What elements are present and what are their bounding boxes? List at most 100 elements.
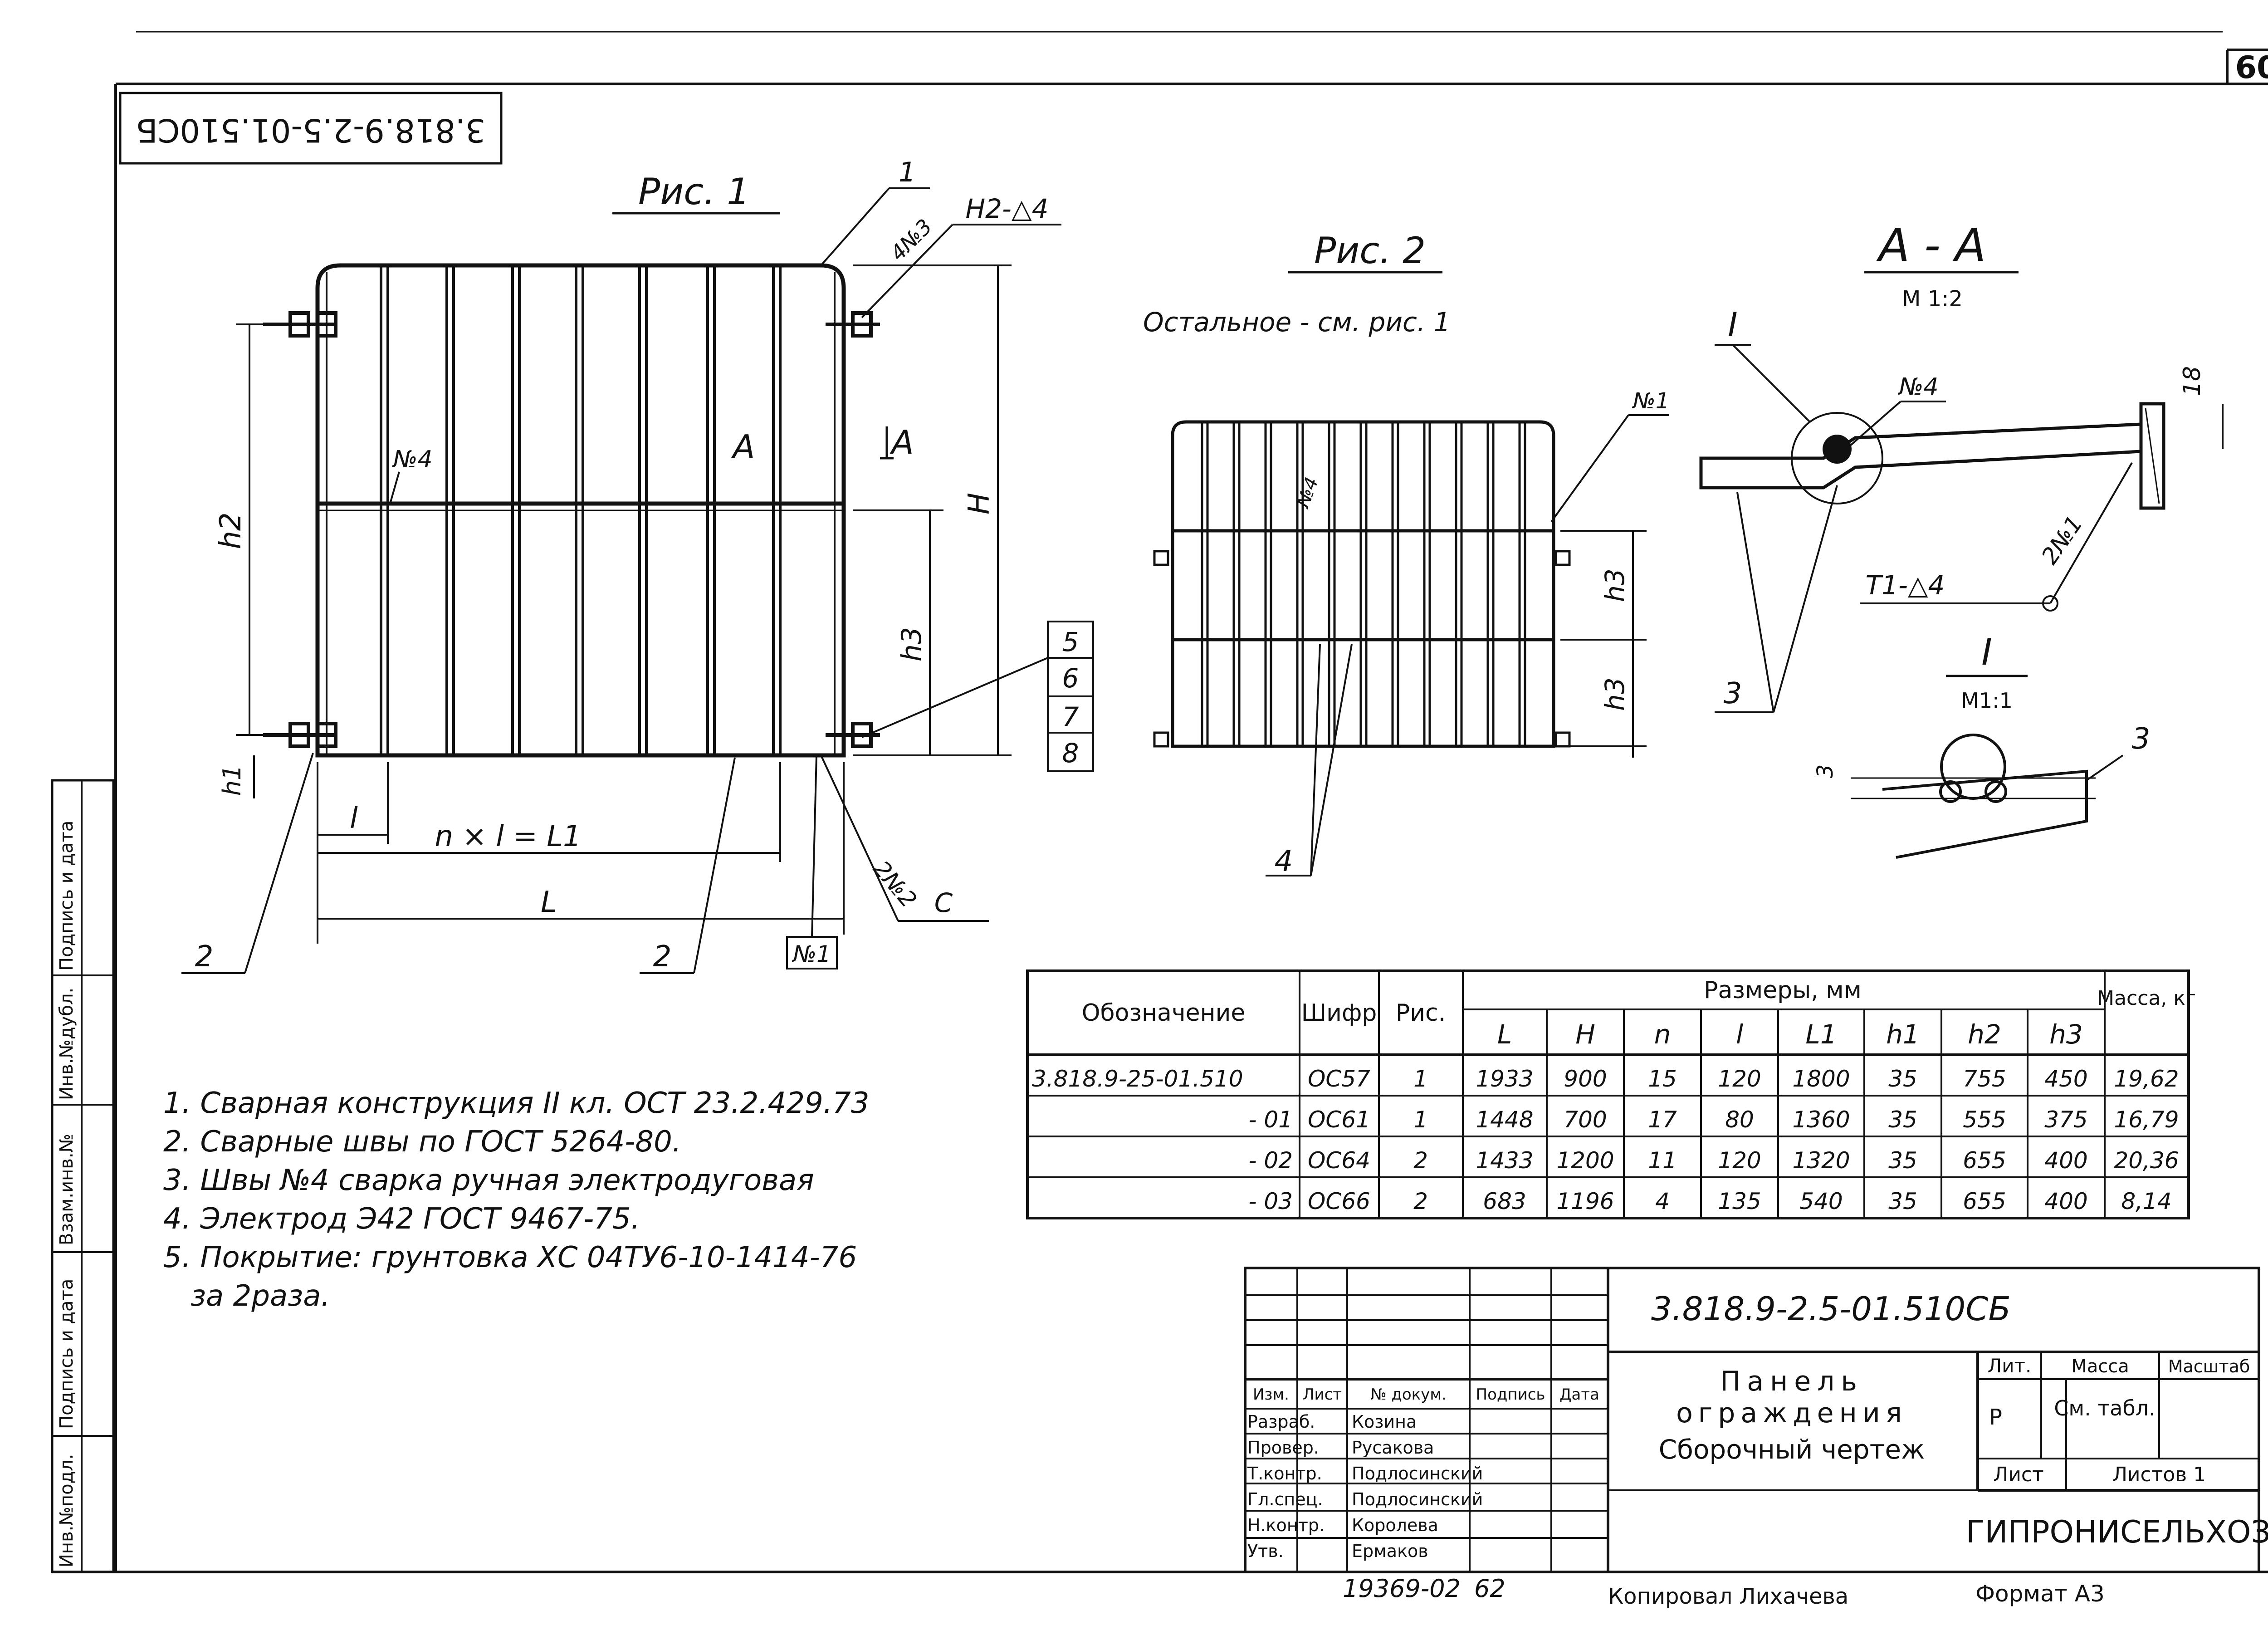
cell-mass: 19,62 [2114,1066,2179,1092]
fig1-a: А [890,423,914,461]
section-n1: 2№1 [2036,511,2088,569]
fig1-c: С [934,887,953,918]
cell-designation: - 03 [1248,1188,1293,1214]
cell-fig: 2 [1413,1188,1428,1214]
cell-code: ОС61 [1308,1106,1370,1133]
callout-7: 7 [1062,701,1079,732]
tb-name-2: ограждения [1676,1397,1907,1429]
fig2-h3b: h3 [1599,677,1630,711]
cell-code: ОС66 [1308,1188,1370,1214]
figure-2: Рис. 2 Остальное - см. рис. 1 [1143,230,1669,878]
cell-designation: - 01 [1248,1106,1293,1133]
fig1-h1: h1 [218,765,246,796]
tb-mass-label: Масса [2071,1356,2129,1377]
tb-scale-label: Масштаб [2168,1356,2250,1376]
cell-value: 35 [1888,1066,1917,1092]
tb-role: Н.контр. [1247,1515,1325,1535]
page-number: 60 [2235,50,2268,86]
cell-value: 35 [1888,1147,1917,1174]
section-part3: 3 [1724,677,1742,710]
fig1-H: H [963,493,996,514]
tb-lit-value: Р [1989,1405,2002,1430]
detail-dim3b: 3 [2132,722,2151,756]
cell-value: 1433 [1476,1147,1533,1174]
fig1-n4: №4 [391,446,432,473]
cell-fig: 1 [1413,1106,1428,1133]
cell-value: 450 [2044,1066,2087,1092]
fig1-part2b: 2 [653,940,672,974]
note-2: 2. Сварные швы по ГОСТ 5264-80. [163,1125,682,1159]
cell-value: 17 [1648,1106,1677,1133]
note-4: 4. Электрод Э42 ГОСТ 9467-75. [163,1202,640,1236]
callout-6: 6 [1062,663,1079,694]
th-fig: Рис. [1396,999,1446,1027]
tb-number-page: 62 [1474,1574,1505,1603]
cell-value: 400 [2044,1188,2087,1214]
tb-name-1: Панель [1720,1366,1863,1397]
note-1: 1. Сварная конструкция II кл. ОСТ 23.2.4… [163,1087,870,1120]
note-6: за 2раза. [191,1279,330,1313]
cell-value: 1800 [1792,1066,1850,1092]
stamp-inv-podl: Инв.№подл. [56,1454,77,1567]
fig1-part2a: 2 [195,940,214,974]
note-3: 3. Швы №4 сварка ручная электродуговая [163,1164,814,1197]
cell-value: 1448 [1476,1106,1533,1133]
fig1-l: l [350,802,358,835]
sizes-table: Обозначение Шифр Рис. Размеры, мм Масса,… [1026,969,2196,1219]
tb-copied: Копировал Лихачева [1608,1584,1848,1609]
code-box [119,92,503,165]
th-col-n: n [1654,1019,1671,1050]
cell-value: 135 [1718,1188,1761,1214]
fig1-nl: n × l = L1 [435,820,581,853]
th-col-h3: h3 [2049,1019,2083,1050]
cell-value: 4 [1655,1188,1670,1214]
note-5: 5. Покрытие: грунтовка ХС 04ТУ6-10-1414-… [163,1241,857,1274]
tb-role: Разраб. [1247,1412,1315,1432]
cell-code: ОС64 [1308,1147,1370,1174]
section-dim18: 18 [2179,366,2206,396]
cell-value: 375 [2044,1106,2087,1133]
cell-value: 11 [1648,1147,1677,1174]
fig2-h3a: h3 [1599,568,1630,602]
fig1-n3: 4№3 [885,214,937,265]
detail-dim3a: 3 [1813,764,1838,778]
section-title: А - А [1876,219,1986,272]
cell-value: 15 [1648,1066,1677,1092]
section-n4: №4 [1897,373,1938,401]
cell-designation: - 02 [1248,1147,1293,1174]
tb-name-3: Сборочный чертеж [1659,1434,1925,1465]
cell-designation: 3.818.9-25-01.510 [1032,1066,1243,1092]
fig1-title: Рис. 1 [638,171,750,213]
section-scale: М 1:2 [1902,286,1963,312]
fig1-h2: h2 [214,512,248,549]
tb-role: Утв. [1247,1541,1284,1561]
th-col-l: l [1736,1019,1743,1050]
th-col-h1: h1 [1886,1019,1920,1050]
th-col-H: H [1575,1019,1595,1050]
tb-mass-value: См. табл. [2054,1396,2155,1420]
tb-person-name: Козина [1352,1412,1417,1432]
tb-people: Разраб.КозинаПровер.РусаковаТ.контр.Подл… [1247,1412,1483,1561]
tb-person-name: Подлосинский [1352,1489,1483,1509]
th-mass: Масса, кг [2097,987,2196,1010]
figure-1: Рис. 1 [181,157,1094,974]
tb-doc-code: 3.818.9-2.5-01.510СБ [1651,1290,2011,1328]
callout-5: 5 [1062,627,1079,657]
title-block: 3.818.9-2.5-01.510СБ Панель ограждения С… [1244,1267,2268,1609]
tb-role: Провер. [1247,1438,1319,1458]
cell-value: 35 [1888,1188,1917,1214]
fig1-h3: h3 [896,627,928,661]
cell-value: 683 [1483,1188,1526,1214]
cell-value: 1200 [1556,1147,1614,1174]
fig1-part1: 1 [899,157,916,188]
frame [52,31,2268,1573]
cell-value: 700 [1564,1106,1607,1133]
cell-mass: 8,14 [2121,1188,2171,1214]
cell-fig: 1 [1413,1066,1428,1092]
section-t1: Т1-△4 [1866,570,1945,601]
fig2-title: Рис. 2 [1314,230,1426,272]
tb-col-doc: № докум. [1370,1386,1447,1404]
